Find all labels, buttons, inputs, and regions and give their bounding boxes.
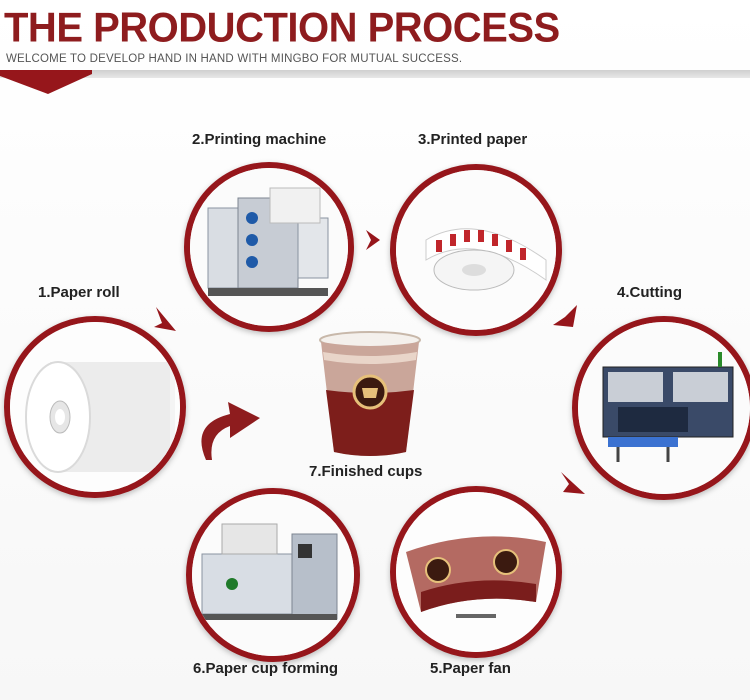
step-label-cutting: 4.Cutting (617, 284, 682, 301)
paper-fan-icon (396, 492, 556, 652)
header-divider (0, 70, 750, 78)
printed-paper-image (390, 164, 562, 336)
cup-forming-machine-icon (192, 494, 354, 656)
cutting-machine-icon (578, 322, 750, 494)
curved-arrow-icon (201, 402, 260, 460)
cup-forming-machine-image (186, 488, 360, 662)
arrow-up-right-icon (154, 307, 176, 331)
arrow-down-right-icon (553, 305, 577, 327)
step-label-paper-fan: 5.Paper fan (430, 660, 511, 677)
page-title: THE PRODUCTION PROCESS (4, 4, 560, 52)
step-label-finished-cups: 7.Finished cups (309, 463, 423, 480)
paper-fan-image (390, 486, 562, 658)
step-label-paper-cup-forming: 6.Paper cup forming (193, 660, 339, 677)
cutting-machine-image (572, 316, 750, 500)
paper-roll-icon (10, 322, 180, 492)
arrow-down-left-icon (561, 472, 585, 494)
arrow-right-icon (366, 230, 380, 250)
printing-machine-icon (190, 168, 348, 326)
header-chevron-icon (0, 70, 92, 94)
paper-cup-icon (319, 331, 421, 456)
printing-machine-image (184, 162, 354, 332)
paper-roll-image (4, 316, 186, 498)
step-label-printed-paper: 3.Printed paper (418, 131, 528, 148)
step-label-paper-roll: 1.Paper roll (38, 284, 120, 301)
page-subtitle: WELCOME TO DEVELOP HAND IN HAND WITH MIN… (6, 53, 463, 65)
step-label-printing-machine: 2.Printing machine (192, 131, 327, 148)
printed-paper-icon (396, 170, 556, 330)
